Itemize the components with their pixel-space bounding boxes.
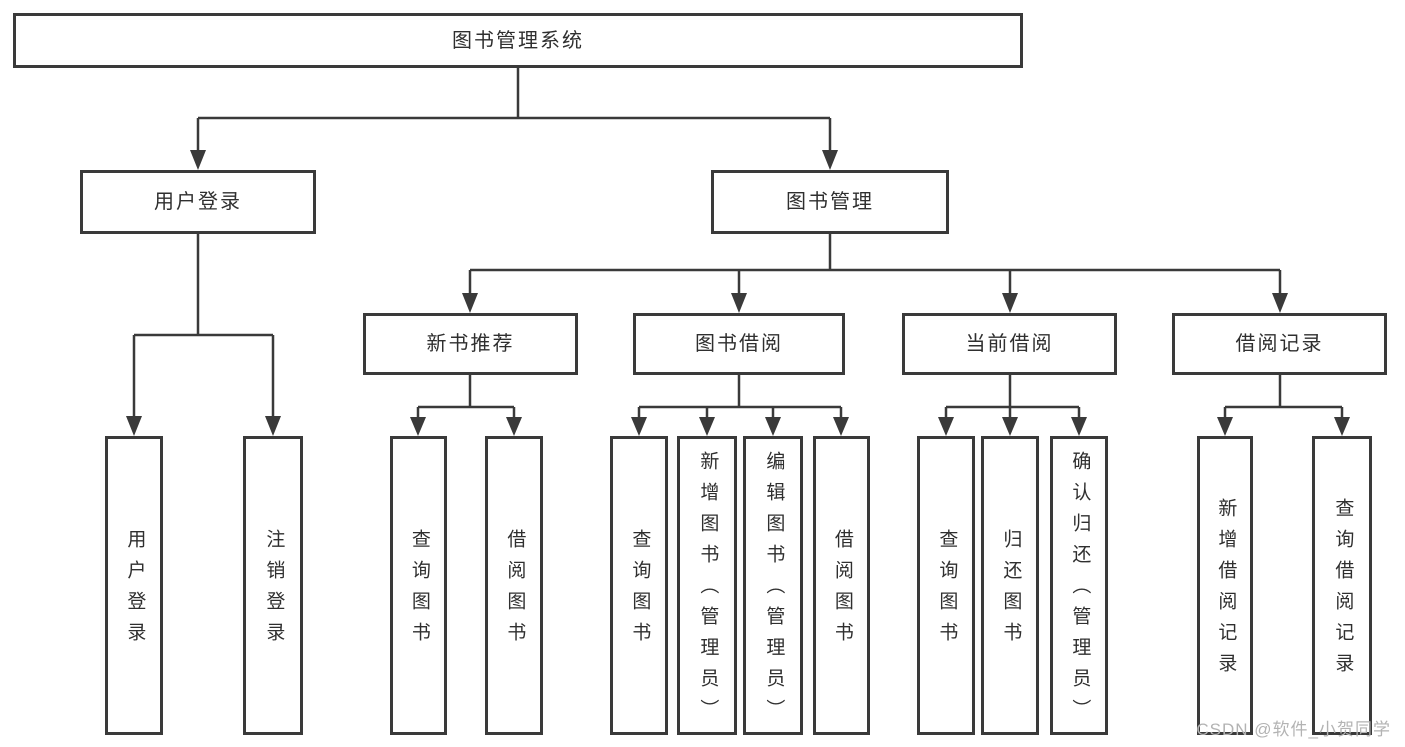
leaf-borrow-books-recommend: 借阅图书: [485, 436, 543, 735]
node-new-book-recommendation: 新书推荐: [363, 313, 578, 375]
leaf-return-books: 归还图书: [981, 436, 1039, 735]
leaf-query-books-borrowing: 查询图书: [610, 436, 668, 735]
leaf-borrow-books: 借阅图书: [813, 436, 870, 735]
arrowheads: [126, 150, 1350, 436]
leaf-query-books-recommend: 查询图书: [390, 436, 447, 735]
node-current-borrowing: 当前借阅: [902, 313, 1117, 375]
leaf-add-borrow-record: 新增借阅记录: [1197, 436, 1253, 735]
node-book-borrowing: 图书借阅: [633, 313, 845, 375]
csdn-watermark: CSDN @软件_小贺同学: [1196, 720, 1391, 739]
leaf-user-login: 用户登录: [105, 436, 163, 735]
leaf-query-borrow-record: 查询借阅记录: [1312, 436, 1372, 735]
leaf-add-books-admin: 新增图书（管理员）: [677, 436, 737, 735]
node-borrowing-records: 借阅记录: [1172, 313, 1387, 375]
leaf-edit-books-admin: 编辑图书（管理员）: [743, 436, 803, 735]
node-root: 图书管理系统: [13, 13, 1023, 68]
node-book-management: 图书管理: [711, 170, 949, 234]
leaf-logout: 注销登录: [243, 436, 303, 735]
leaf-query-books-current: 查询图书: [917, 436, 975, 735]
node-user-login: 用户登录: [80, 170, 316, 234]
leaf-confirm-return-admin: 确认归还（管理员）: [1050, 436, 1108, 735]
